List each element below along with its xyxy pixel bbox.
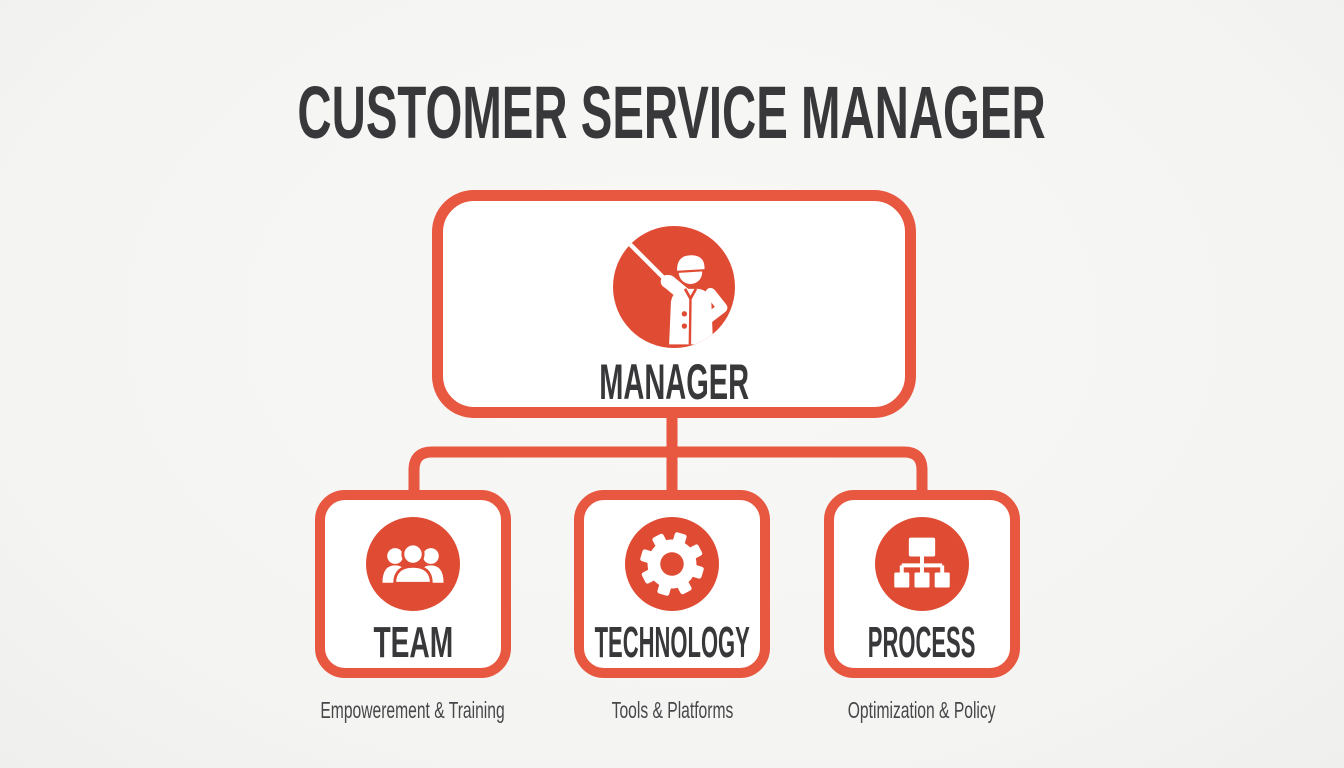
manager-node: MANAGER [432, 190, 916, 418]
process-subtitle: Optimization & Policy [848, 697, 996, 723]
team-node: TEAM [315, 490, 511, 678]
org-flowchart-icon [875, 517, 969, 611]
technology-node: TECHNOLOGY [574, 490, 770, 678]
team-subtitle: Empowerement & Training [320, 697, 506, 723]
team-node-label: TEAM [373, 618, 453, 667]
manager-node-label: MANAGER [599, 354, 749, 410]
process-node-label: PROCESS [868, 618, 976, 667]
technology-node-label: TECHNOLOGY [594, 618, 750, 667]
page-title: CUSTOMER SERVICE MANAGER [0, 76, 1344, 150]
technology-subtitle: Tools & Platforms [611, 697, 733, 723]
team-people-icon [366, 517, 460, 611]
page-title-text: CUSTOMER SERVICE MANAGER [297, 71, 1047, 154]
process-node: PROCESS [824, 490, 1020, 678]
branch-line [408, 446, 928, 492]
gear-icon [625, 517, 719, 611]
manager-person-icon [613, 226, 735, 348]
